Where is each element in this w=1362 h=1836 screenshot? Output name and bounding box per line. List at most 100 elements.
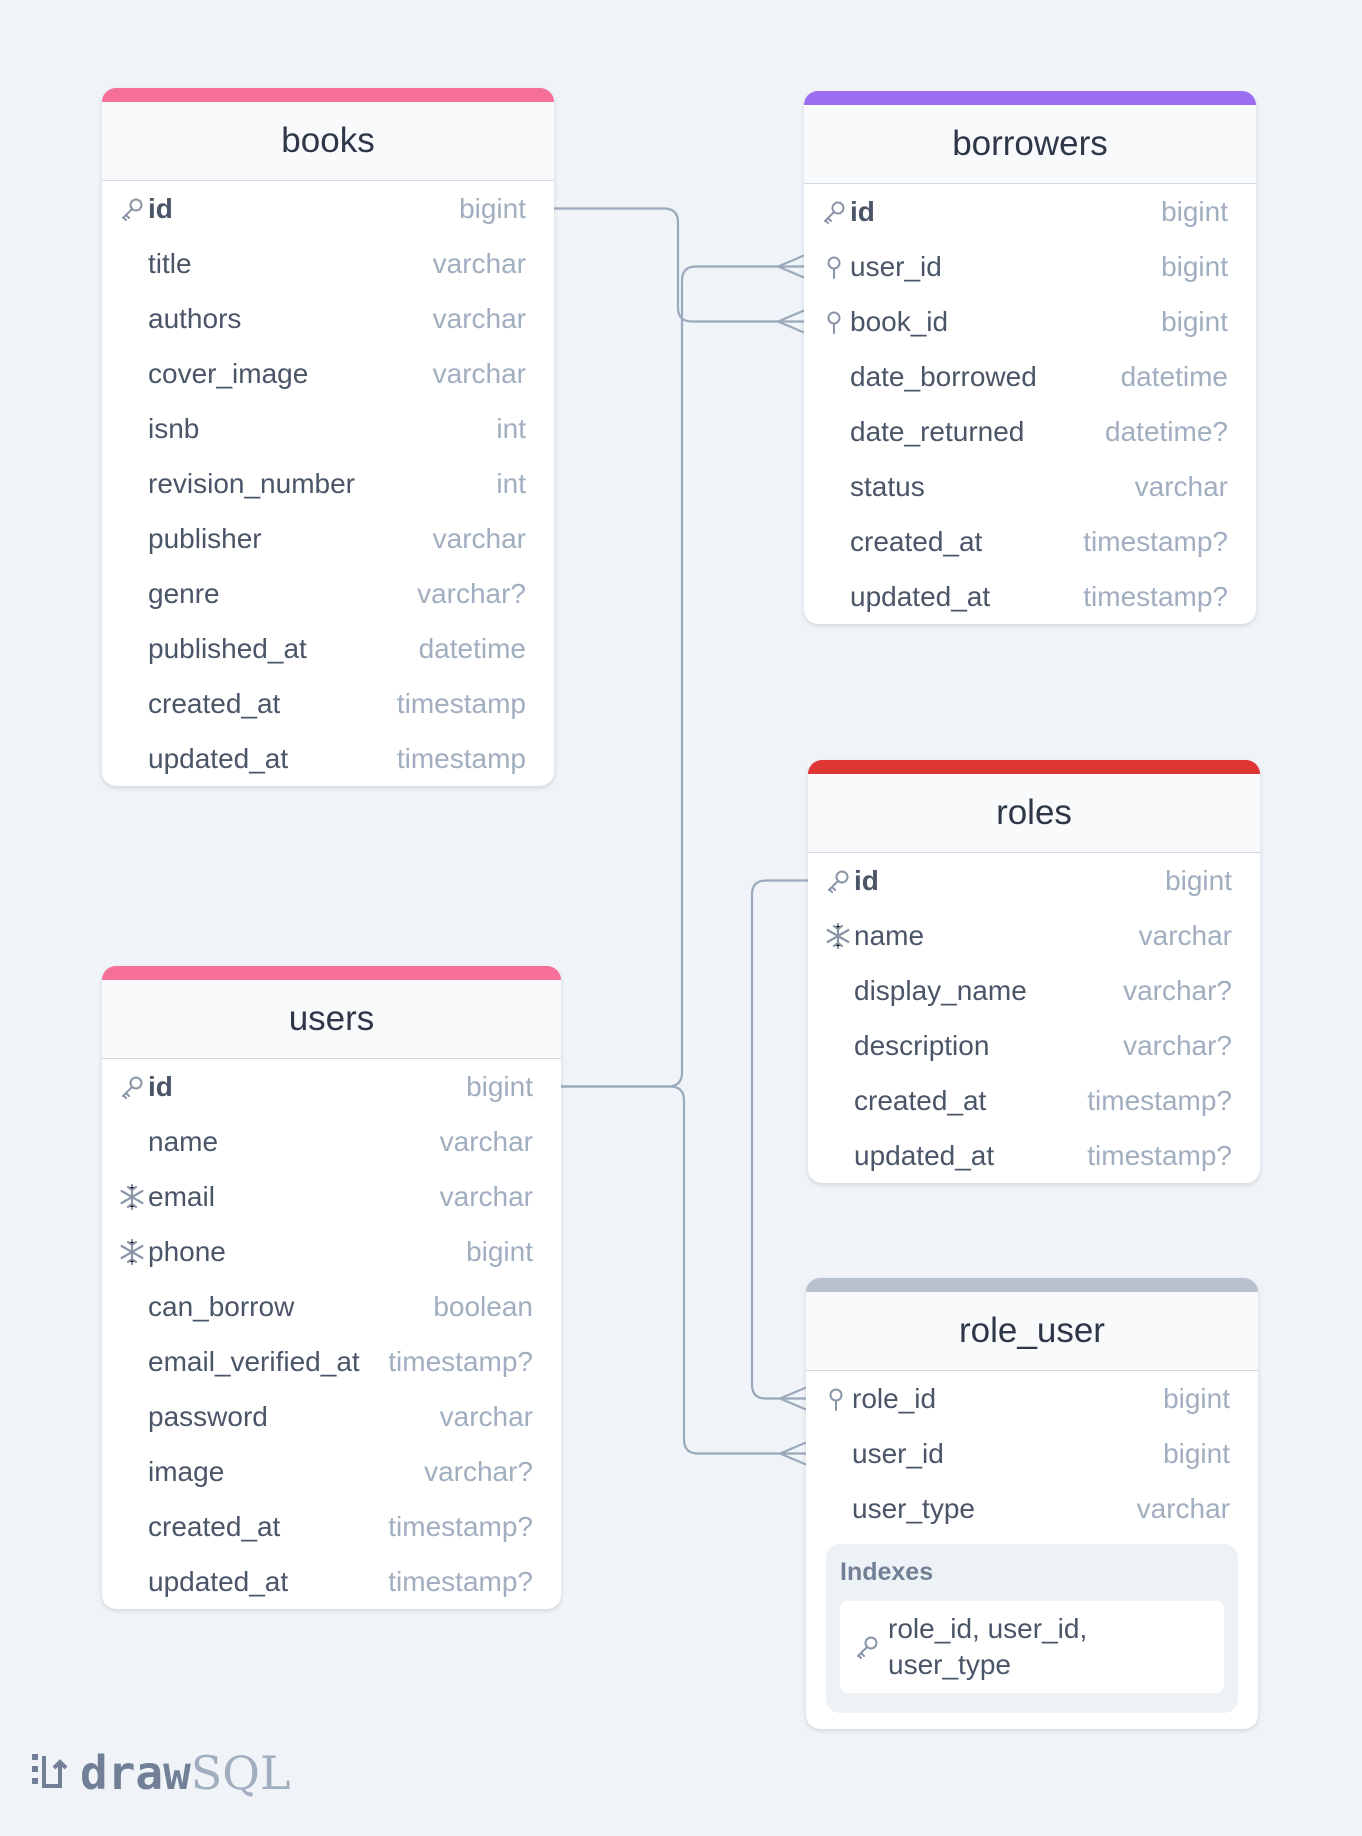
drawsql-logo: draw SQL xyxy=(30,1746,291,1800)
field-name: created_at xyxy=(850,525,983,557)
field-name: published_at xyxy=(148,632,307,664)
field-row-created_at[interactable]: created_at timestamp? xyxy=(102,1499,561,1554)
field-name: email_verified_at xyxy=(148,1345,360,1377)
table-color-bar xyxy=(804,91,1256,105)
field-icon-slot xyxy=(818,416,850,448)
field-name: date_borrowed xyxy=(850,360,1037,392)
field-type: bigint xyxy=(466,1235,533,1267)
table-title[interactable]: roles xyxy=(808,774,1260,853)
field-type: varchar xyxy=(432,247,526,279)
drawsql-logo-icon xyxy=(32,1754,68,1788)
field-type: varchar? xyxy=(417,577,526,609)
field-name: password xyxy=(148,1400,268,1432)
field-name: name xyxy=(148,1125,219,1157)
table-title[interactable]: books xyxy=(102,102,554,181)
field-type: timestamp? xyxy=(1083,525,1228,557)
field-type: varchar xyxy=(439,1400,533,1432)
field-name: updated_at xyxy=(148,1565,289,1597)
field-name: publisher xyxy=(148,522,262,554)
field-row-created_at[interactable]: created_at timestamp? xyxy=(804,514,1256,569)
field-type: timestamp? xyxy=(388,1510,533,1542)
field-type: bigint xyxy=(1161,195,1228,227)
snowflake-icon xyxy=(822,920,854,952)
field-row-password[interactable]: password varchar xyxy=(102,1389,561,1444)
table-title[interactable]: role_user xyxy=(806,1292,1258,1371)
field-type: varchar? xyxy=(424,1455,533,1487)
field-name: revision_number xyxy=(148,467,355,499)
field-name: created_at xyxy=(148,1510,281,1542)
pin-icon xyxy=(818,251,850,283)
table-color-bar xyxy=(808,760,1260,774)
field-type: varchar xyxy=(439,1180,533,1212)
field-type: bigint xyxy=(1161,305,1228,337)
field-row-created_at[interactable]: created_at timestamp xyxy=(102,676,554,731)
field-type: bigint xyxy=(459,192,526,224)
field-name: updated_at xyxy=(850,580,991,612)
key-icon xyxy=(818,196,850,228)
field-type: varchar? xyxy=(1123,974,1232,1006)
snowflake-icon xyxy=(116,1181,148,1213)
field-icon-slot xyxy=(116,1401,148,1433)
field-name: status xyxy=(850,470,925,502)
table-title[interactable]: borrowers xyxy=(804,105,1256,184)
field-icon-slot xyxy=(822,1085,854,1117)
crows-foot-marker xyxy=(777,254,805,279)
table-title[interactable]: users xyxy=(102,980,561,1059)
field-name: created_at xyxy=(148,687,281,719)
field-icon-slot xyxy=(116,358,148,390)
crows-foot-marker xyxy=(779,1386,807,1411)
field-name: can_borrow xyxy=(148,1290,295,1322)
field-type: datetime? xyxy=(1105,415,1228,447)
table-color-bar xyxy=(102,88,554,102)
field-icon-slot xyxy=(116,743,148,775)
field-icon-slot xyxy=(116,468,148,500)
field-name: id xyxy=(854,864,879,896)
index-item[interactable]: role_id, user_id, user_type xyxy=(840,1601,1224,1693)
field-icon-slot xyxy=(822,1030,854,1062)
field-type: timestamp xyxy=(396,687,526,719)
field-icon-slot xyxy=(822,1140,854,1172)
crows-foot-marker xyxy=(779,1441,807,1466)
field-icon-slot xyxy=(116,1346,148,1378)
